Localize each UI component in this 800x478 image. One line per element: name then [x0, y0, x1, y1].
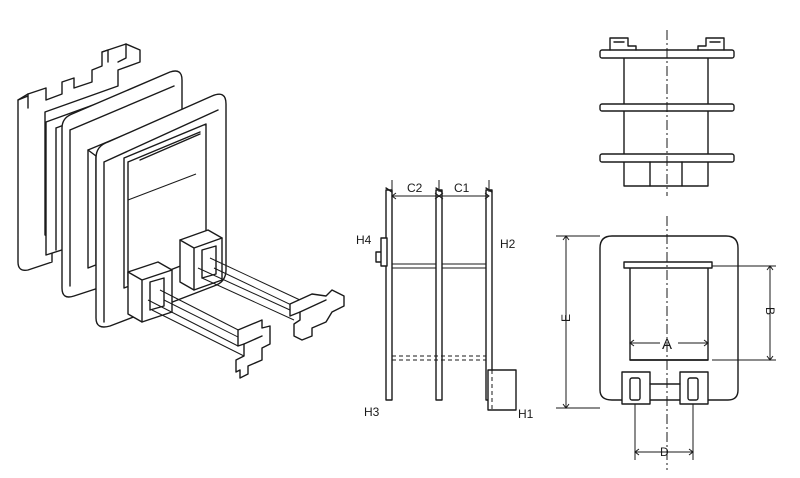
label-c1: C1 [454, 181, 470, 195]
isometric-bobbin-view [17, 43, 345, 379]
terminal-pin-left [235, 319, 271, 379]
terminal-block-left [127, 261, 173, 323]
terminal-pin-right [289, 289, 345, 341]
terminal-block-right [179, 229, 223, 291]
top-view [599, 30, 735, 196]
pin-projection-lines [147, 257, 307, 357]
pin-h4 [375, 237, 388, 267]
front-terminal-left [621, 371, 651, 405]
side-flange-middle [435, 189, 443, 401]
label-h3: H3 [364, 405, 380, 419]
label-h4: H4 [356, 233, 372, 247]
label-e: E [559, 314, 573, 322]
pin-h1 [487, 369, 517, 411]
label-b: B [763, 307, 777, 315]
side-flange-right [485, 189, 493, 401]
top-core [623, 53, 709, 187]
label-d: D [660, 445, 669, 459]
side-flange-left [385, 189, 393, 401]
label-c2: C2 [407, 181, 423, 195]
front-terminal-right [679, 371, 709, 405]
front-view: A E B D [556, 216, 777, 470]
side-view: C2 C1 H4 H2 H3 H1 [356, 180, 534, 421]
label-h1: H1 [518, 407, 534, 421]
back-flange [17, 43, 141, 272]
label-h2: H2 [500, 237, 516, 251]
